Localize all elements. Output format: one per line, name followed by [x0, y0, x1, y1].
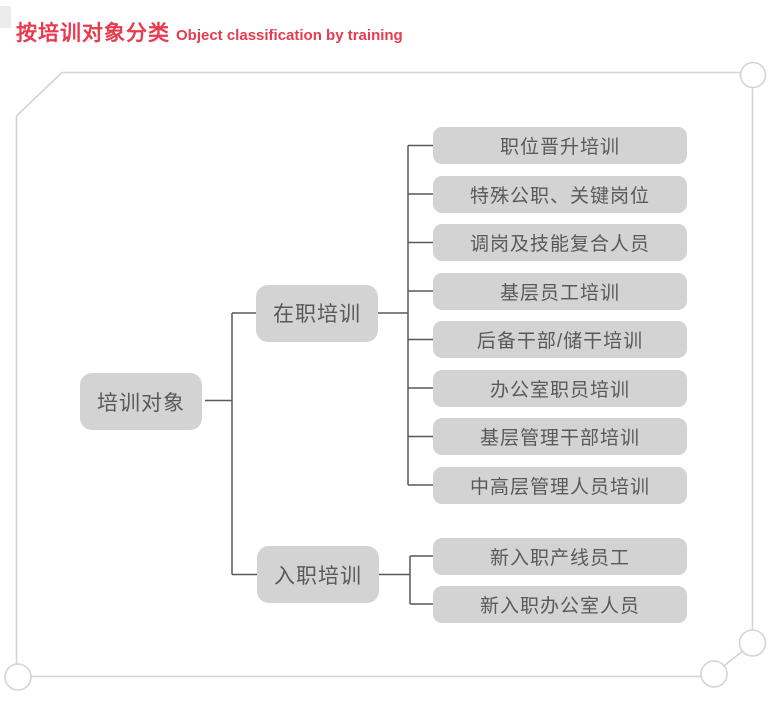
tree-leaf-node: 办公室职员培训	[433, 369, 687, 407]
tree-branch-node-on-job: 在职培训	[256, 284, 378, 342]
tree-leaf-node: 后备干部/储干培训	[433, 321, 687, 358]
tree-leaf-node: 基层管理干部培训	[433, 418, 687, 455]
tree-leaf-node: 新入职办公室人员	[433, 585, 687, 623]
tree-leaf-node: 调岗及技能复合人员	[433, 224, 687, 261]
decorative-frame	[4, 61, 767, 691]
tree-root-node: 培训对象	[80, 373, 202, 430]
page-edge-artifact	[0, 6, 11, 28]
tree-leaf-node: 特殊公职、关键岗位	[433, 175, 687, 213]
title-chinese: 按培训对象分类	[16, 22, 170, 45]
tree-leaf-node: 基层员工培训	[433, 272, 687, 310]
tree-branch-node-onboarding: 入职培训	[257, 546, 379, 603]
tree-connectors	[205, 144, 433, 605]
tree-leaf-node: 中高层管理人员培训	[433, 466, 687, 504]
page-title: 按培训对象分类 Object classification by training	[16, 17, 403, 47]
title-english: Object classification by training	[176, 27, 403, 44]
tree-leaf-node: 新入职产线员工	[433, 537, 687, 575]
tree-leaf-node: 职位晋升培训	[433, 127, 687, 164]
